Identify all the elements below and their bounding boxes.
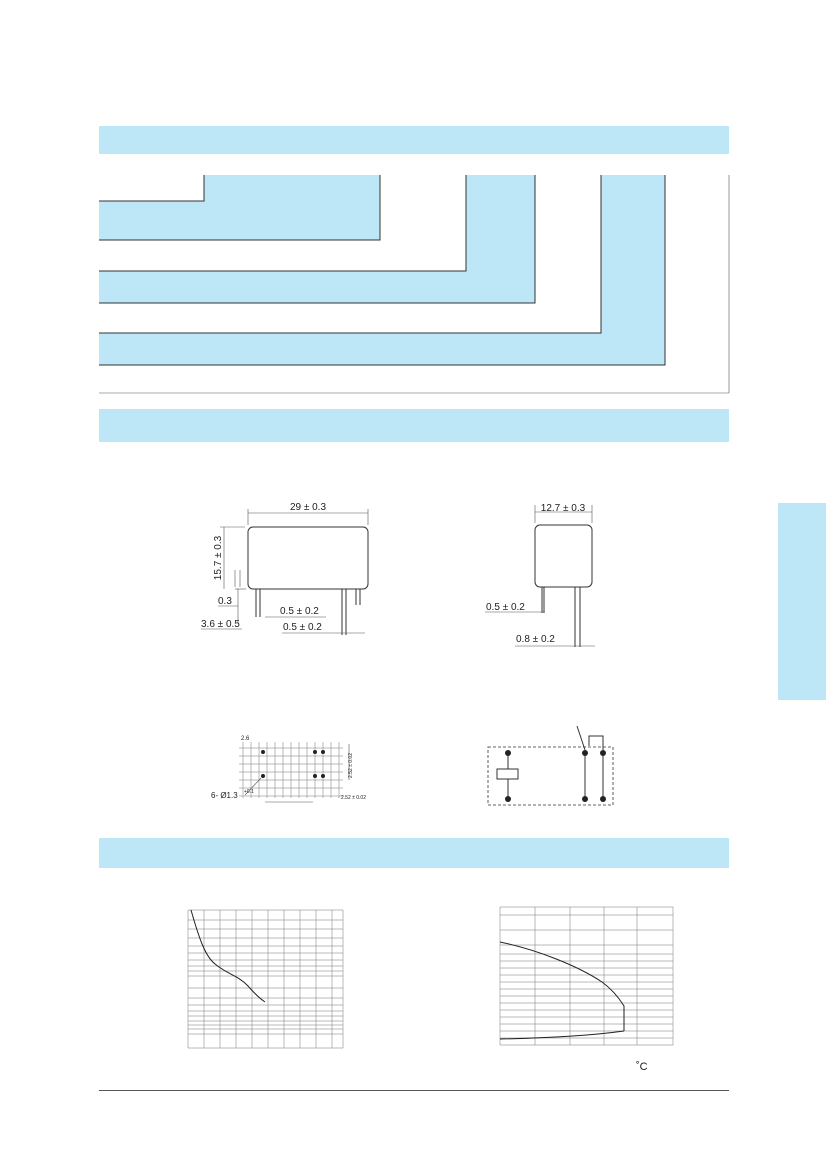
section-band-1 (99, 126, 729, 154)
pcb-hole-tol: +0.1 (244, 789, 254, 795)
pcb-pitch-top: 2.6 (241, 736, 250, 742)
front-view-drawing: 29 ± 0.3 15.7 ± 0.3 0.3 3.6 ± 0.5 0.5 ± … (201, 502, 369, 635)
characteristic-graph-right (499, 906, 674, 1046)
front-pin-length-label: 3.6 ± 0.5 (201, 619, 240, 630)
right-graph-lower-curve (499, 1030, 625, 1040)
ordering-code-diagram (99, 175, 730, 394)
front-pin-thickness-2: 0.5 ± 0.2 (283, 622, 322, 633)
pcb-layout-drawing: 2.6 6- Ø1.3 +0.1 2.52 ± 0.02 2.52 ± 0.02 (211, 736, 366, 803)
side-tab (778, 503, 826, 700)
section-band-3 (99, 838, 729, 868)
right-graph-x-unit: ˚C (636, 1061, 648, 1073)
front-width-label: 29 ± 0.3 (290, 502, 327, 513)
front-height-label: 15.7 ± 0.3 (213, 535, 224, 580)
front-standoff-label: 0.3 (218, 596, 232, 607)
pcb-vert-pitch: 2.52 ± 0.02 (348, 753, 354, 778)
side-width-label: 12.7 ± 0.3 (541, 503, 586, 514)
code-field-6 (99, 333, 665, 365)
pcb-horiz-pitch: 2.52 ± 0.02 (341, 795, 366, 801)
code-field-4 (99, 271, 535, 303)
code-field-2 (99, 201, 380, 240)
left-graph-curve (190, 909, 266, 1003)
pcb-hole-spec: 6- Ø1.3 (211, 791, 238, 800)
front-pin-thickness-1: 0.5 ± 0.2 (280, 606, 319, 617)
code-field-1 (99, 175, 204, 201)
characteristic-graph-left (187, 909, 344, 1049)
wiring-diagram (487, 725, 614, 806)
section-band-2 (99, 409, 729, 442)
side-pin-thickness-label: 0.5 ± 0.2 (486, 602, 525, 613)
right-graph-upper-curve (499, 941, 625, 1031)
side-pin-width-label: 0.8 ± 0.2 (516, 634, 555, 645)
footer-rule (99, 1090, 729, 1091)
side-view-drawing: 12.7 ± 0.3 0.5 ± 0.2 0.8 ± 0.2 (485, 503, 595, 647)
